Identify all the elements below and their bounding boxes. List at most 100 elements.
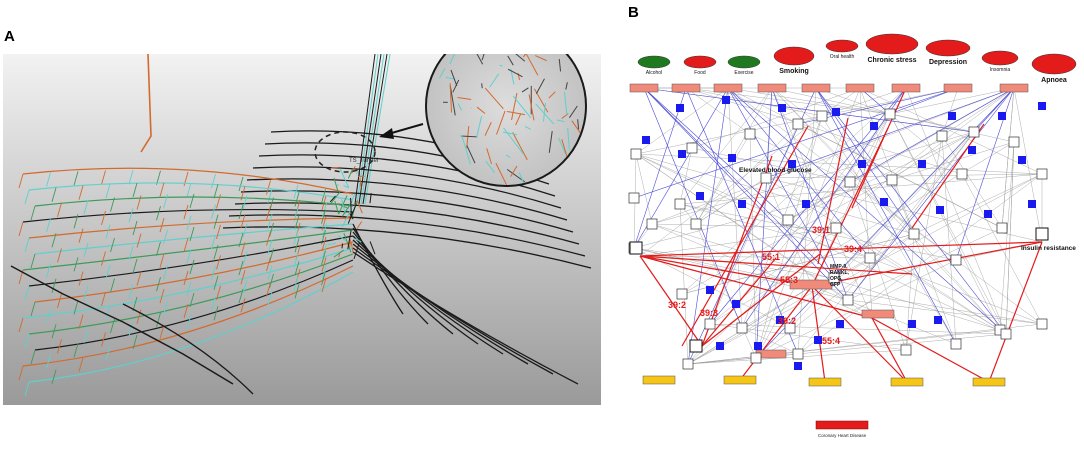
risk-factor-label: Insomnia: [990, 67, 1011, 73]
magnified-line: [525, 54, 539, 76]
gray-edge: [651, 223, 873, 319]
hub-node: [689, 339, 703, 353]
gray-edge: [811, 113, 891, 287]
yellow-node: [808, 377, 842, 387]
white-node: [1036, 168, 1048, 180]
blue-node: [1028, 200, 1036, 208]
track-post: [105, 224, 111, 239]
red-edge: [739, 285, 813, 381]
blue-edge: [687, 87, 817, 365]
gray-edge: [889, 113, 1015, 143]
magnified-line: [524, 126, 532, 130]
gray-edge: [687, 329, 1001, 365]
gray-edge: [913, 233, 1001, 331]
track-post: [211, 234, 216, 250]
track-post: [78, 271, 84, 286]
black-track-line: [228, 214, 586, 257]
track-post: [57, 293, 62, 309]
track-post: [238, 232, 244, 248]
risk-factor-label: Apnoea: [1041, 77, 1067, 84]
track-post: [267, 265, 273, 280]
converging-track-line: [28, 235, 354, 287]
track-post: [267, 290, 273, 306]
magnified-line: [565, 82, 568, 90]
gray-edge: [787, 131, 975, 221]
salmon-node: [999, 83, 1029, 93]
track-post: [242, 251, 248, 266]
track-post: [83, 242, 89, 258]
salmon-node: [943, 83, 973, 93]
track-post: [183, 204, 189, 220]
blue-edge: [633, 87, 687, 249]
white-node: [674, 198, 686, 210]
black-track-line: [240, 190, 574, 233]
magnified-line: [486, 148, 493, 165]
shaft-cluster-line: [333, 177, 339, 192]
risk-factor-ellipse: [1031, 53, 1077, 75]
white-node: [682, 358, 694, 370]
shaft-cluster-line: [337, 234, 347, 242]
magnified-line: [439, 68, 446, 79]
track-post: [186, 281, 192, 297]
risk-factor-label: Alcohol: [646, 70, 662, 76]
track-post: [18, 173, 24, 189]
gray-edge: [635, 153, 1007, 335]
magnified-line: [511, 92, 518, 121]
gray-edge: [695, 177, 767, 225]
track-post: [101, 251, 106, 266]
shaft-line: [360, 54, 385, 205]
track-post: [267, 239, 273, 255]
track-post: [24, 285, 30, 301]
gray-edge: [635, 153, 915, 235]
red-edge: [871, 317, 990, 383]
blue-node: [802, 200, 810, 208]
coronary-heart-disease-label: Coronary Heart Disease: [818, 433, 867, 438]
track-post: [211, 204, 216, 219]
track-post: [242, 279, 248, 294]
blue-node: [1018, 156, 1026, 164]
white-node: [676, 288, 688, 300]
track-post: [189, 193, 195, 209]
track-post: [183, 303, 189, 319]
track-post: [186, 248, 192, 264]
track-post: [73, 257, 79, 272]
salmon-node: [861, 309, 895, 319]
converging-track-line: [22, 208, 354, 223]
ratio-label: 39:3: [700, 308, 718, 318]
magnifier-content: [439, 54, 585, 185]
blue-node: [968, 146, 976, 154]
magnified-line: [507, 68, 523, 78]
magnified-line: [548, 91, 556, 99]
magnified-line: [510, 68, 515, 85]
gray-edge: [741, 115, 823, 329]
track-post: [266, 256, 271, 272]
hub-node: [629, 241, 643, 255]
gray-edge: [1013, 87, 1043, 243]
risk-factor-ellipse: [637, 55, 671, 69]
white-node: [884, 108, 896, 120]
gray-edge: [687, 227, 837, 365]
shaft-cluster-line: [341, 209, 352, 228]
blue-edge: [741, 87, 907, 329]
yellow-node: [723, 375, 757, 385]
gray-edge: [755, 233, 915, 359]
track-post: [213, 306, 219, 321]
track-post: [57, 339, 62, 354]
ratio-label: 55:4: [822, 336, 840, 346]
magnifier-circle: [425, 54, 587, 187]
ratio-label: 39:4: [844, 244, 862, 254]
track-post: [321, 236, 327, 252]
shaft-line: [362, 54, 388, 205]
track-post: [83, 328, 89, 344]
gray-edge: [961, 173, 1043, 325]
track-post: [216, 224, 221, 240]
track-post: [240, 298, 246, 313]
track-post: [216, 255, 221, 270]
track-post: [266, 231, 271, 246]
track-post: [78, 357, 84, 372]
shaft-cluster-line: [339, 168, 350, 189]
track-post: [136, 309, 142, 324]
track-post: [132, 182, 138, 198]
white-node: [1008, 136, 1020, 148]
shaft-line: [358, 54, 382, 205]
